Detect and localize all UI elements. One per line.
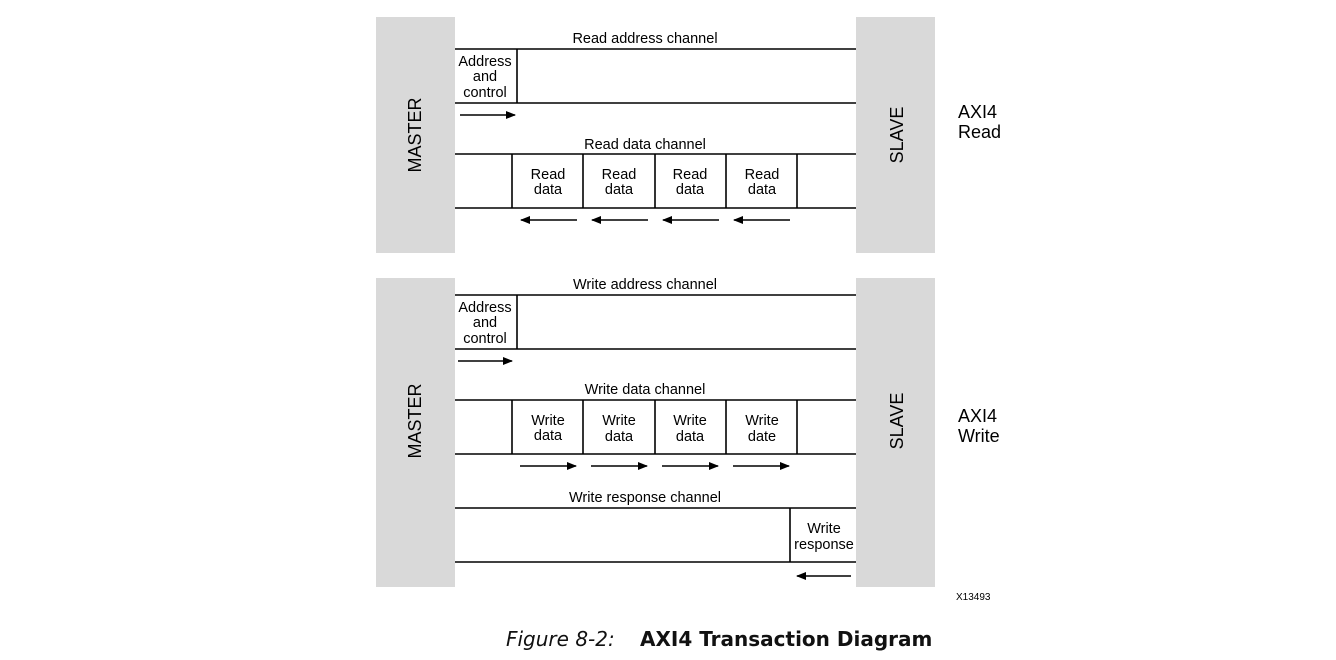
read-data-block-2-line-1: Read [602, 167, 637, 183]
write-response-block-line-2: response [794, 537, 854, 553]
write-data-block: Write data [673, 413, 707, 445]
read-data-block-3-line-2: data [676, 182, 705, 198]
write-data-block: Write date [745, 413, 779, 445]
figure-code: X13493 [956, 592, 991, 603]
write-data-block-3-line-1: Write [673, 413, 707, 429]
read-address-block-line-2: and [473, 69, 497, 85]
figure-caption-title: AXI4 Transaction Diagram [640, 627, 932, 651]
write-data-block: Write data [602, 413, 636, 445]
write-side-label-line-2: Write [958, 426, 1000, 446]
write-data-block-2-line-1: Write [602, 413, 636, 429]
write-slave-label: SLAVE [887, 393, 907, 450]
write-side-label: AXI4 Write [958, 406, 1000, 446]
write-data-channel-title: Write data channel [585, 382, 706, 398]
read-data-block-1-line-2: data [534, 182, 563, 198]
write-data-block-1-line-2: data [534, 428, 563, 444]
write-data-block-4-line-1: Write [745, 413, 779, 429]
read-data-block: Read data [531, 167, 566, 198]
read-address-channel: Read address channel Address and control [455, 31, 856, 119]
read-data-block-1-line-1: Read [531, 167, 566, 183]
read-address-control-block: Address and control [458, 54, 511, 101]
read-address-block-line-3: control [463, 85, 507, 101]
write-data-block-4-line-2: date [748, 429, 776, 445]
write-address-block-line-3: control [463, 331, 507, 347]
read-side-label: AXI4 Read [958, 102, 1001, 142]
read-slave-label: SLAVE [887, 107, 907, 164]
read-data-channel: Read data channel Read data Read data Re… [455, 137, 856, 224]
write-data-channel: Write data channel Write data Write data… [455, 382, 856, 470]
read-data-block: Read data [602, 167, 637, 198]
read-side-label-line-1: AXI4 [958, 102, 997, 122]
read-section: MASTER SLAVE Read address channel Addres… [376, 17, 1001, 253]
write-data-block: Write data [531, 413, 565, 444]
read-data-block: Read data [745, 167, 780, 198]
read-data-block-4-line-1: Read [745, 167, 780, 183]
write-side-label-line-1: AXI4 [958, 406, 997, 426]
write-address-channel-title: Write address channel [573, 277, 717, 293]
read-data-block-4-line-2: data [748, 182, 777, 198]
figure-caption: Figure 8-2: AXI4 Transaction Diagram [506, 627, 932, 651]
write-address-block-line-2: and [473, 315, 497, 331]
read-master-label: MASTER [405, 97, 425, 172]
write-data-block-1-line-1: Write [531, 413, 565, 429]
read-slave-panel [856, 17, 935, 253]
write-slave-panel [856, 278, 935, 587]
read-data-block: Read data [673, 167, 708, 198]
write-data-block-3-line-2: data [676, 429, 705, 445]
write-section: MASTER SLAVE Write address channel Addre… [376, 277, 1000, 587]
write-address-control-block: Address and control [458, 300, 511, 347]
read-address-channel-title: Read address channel [572, 31, 717, 47]
write-address-block-line-1: Address [458, 300, 511, 316]
write-master-panel [376, 278, 455, 587]
write-data-block-2-line-2: data [605, 429, 634, 445]
read-side-label-line-2: Read [958, 122, 1001, 142]
figure-caption-number: Figure 8-2: [506, 627, 615, 651]
write-master-label: MASTER [405, 383, 425, 458]
read-address-block-line-1: Address [458, 54, 511, 70]
read-data-block-2-line-2: data [605, 182, 634, 198]
write-response-block: Write response [794, 521, 854, 553]
read-master-panel [376, 17, 455, 253]
write-response-channel-title: Write response channel [569, 490, 721, 506]
write-response-channel: Write response channel Write response [455, 490, 856, 580]
write-address-channel: Write address channel Address and contro… [455, 277, 856, 365]
read-data-block-3-line-1: Read [673, 167, 708, 183]
read-data-channel-title: Read data channel [584, 137, 706, 153]
write-response-block-line-1: Write [807, 521, 841, 537]
